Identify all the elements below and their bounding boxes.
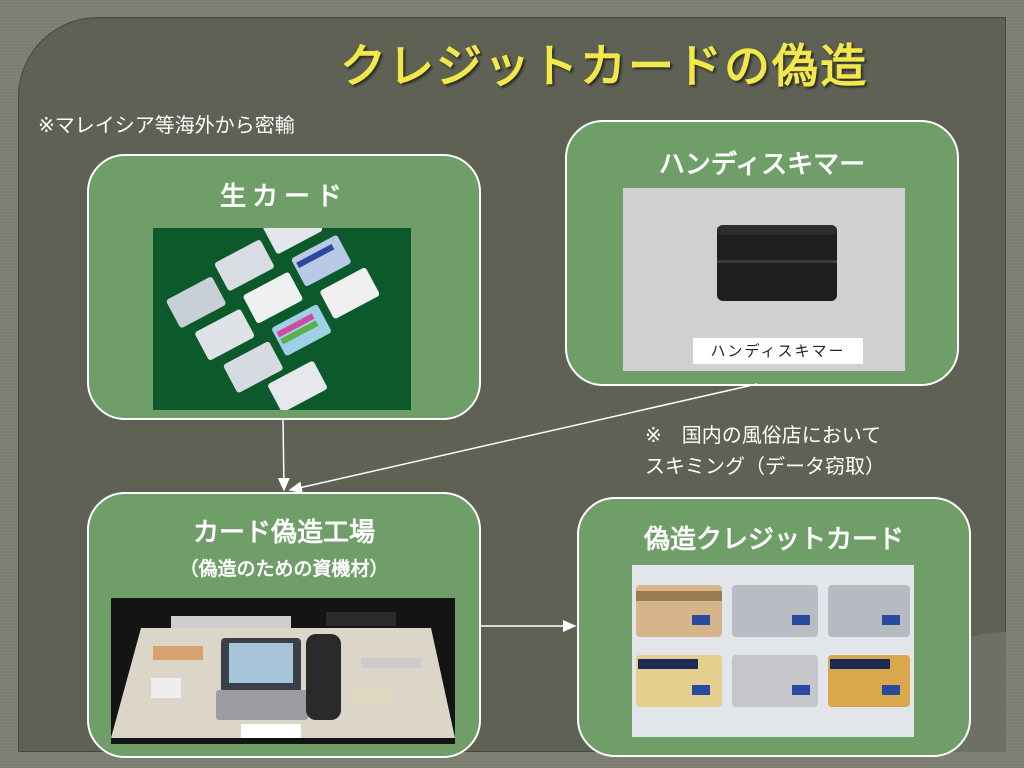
arrow-raw-to-factory: [277, 417, 290, 492]
forged-card-title: 偽造クレジットカード: [643, 525, 904, 555]
forged-cards-photo: [632, 565, 914, 737]
skimmer-photo-label: ハンディスキマー: [693, 338, 863, 364]
raw-card-box: 生カード: [87, 154, 481, 420]
skimmer-box: ハンディスキマー ハンディスキマー: [565, 120, 959, 386]
skimmer-title: ハンディスキマー: [658, 150, 866, 180]
note-smuggling: ※マレイシア等海外から密輸: [38, 113, 295, 137]
arrow-skimmer-to-factory: [288, 383, 758, 494]
raw-cards-photo: [153, 228, 411, 410]
factory-title: カード偽造工場: [192, 518, 375, 548]
note-skimming-line2: スキミング（データ窃取）: [645, 454, 885, 478]
skimmer-photo: ハンディスキマー: [623, 188, 905, 371]
forged-card-box: 偽造クレジットカード: [577, 497, 971, 757]
slide-title: クレジットカードの偽造: [340, 39, 868, 93]
factory-equipment-photo: [111, 598, 455, 744]
note-skimming-line1: ※ 国内の風俗店において: [645, 423, 882, 447]
factory-subtitle: （偽造のための資機材）: [179, 558, 389, 580]
raw-card-title: 生カード: [219, 182, 348, 212]
factory-box: カード偽造工場 （偽造のための資機材）: [87, 492, 481, 758]
